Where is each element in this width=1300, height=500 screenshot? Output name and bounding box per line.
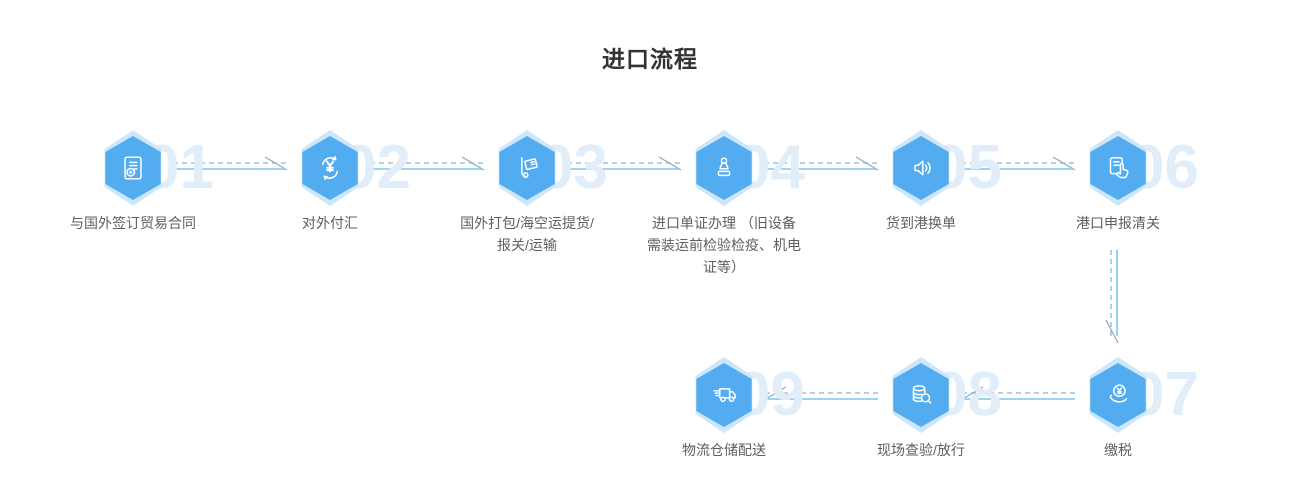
step-label: 货到港换单 xyxy=(886,215,956,231)
step-05: 05 货到港换单 xyxy=(821,130,1021,300)
step-label: 现场查验/放行 xyxy=(877,442,965,458)
step-label: 缴税 xyxy=(1104,442,1132,458)
hexagon-shape xyxy=(1089,130,1147,206)
step-04: 04 进口单证办理 （旧设备 需装运前检验检疫、机电 证等） xyxy=(624,130,824,300)
page-title: 进口流程 xyxy=(602,46,698,72)
delivery-truck-icon xyxy=(713,388,736,403)
step-08: 08 现场查验/放行 xyxy=(821,357,1021,500)
arrow-06-to-07 xyxy=(1105,250,1119,344)
hexagon-shape xyxy=(892,130,950,206)
step-label: 进口单证办理 （旧设备 需装运前检验检疫、机电 证等） xyxy=(647,215,801,275)
speaker-icon xyxy=(914,160,931,176)
hexagon-shape xyxy=(695,357,753,433)
arrow-02-to-03 xyxy=(370,156,485,171)
arrow-01-to-02 xyxy=(173,156,288,171)
arrow-07-to-08 xyxy=(960,386,1075,401)
database-search-icon xyxy=(912,385,932,404)
hexagon-shape xyxy=(104,130,162,206)
step-label: 物流仓储配送 xyxy=(682,442,766,458)
step-01: 01 与国外签订贸易合同 xyxy=(33,130,233,300)
arrow-04-to-05 xyxy=(764,156,879,171)
step-06: 06 港口申报清关 xyxy=(1018,130,1218,300)
step-label: 国外打包/海空运提货/ 报关/运输 xyxy=(460,215,594,253)
pay-tax-icon xyxy=(1109,384,1128,403)
arrow-03-to-04 xyxy=(567,156,682,171)
contract-icon xyxy=(124,156,142,180)
arrow-08-to-09 xyxy=(763,386,878,401)
step-03: 03 国外打包/海空运提货/ 报关/运输 xyxy=(427,130,627,300)
step-07: 07 缴税 xyxy=(1018,357,1218,500)
step-02: 02 对外付汇 xyxy=(230,130,430,300)
step-label: 与国外签订贸易合同 xyxy=(70,215,196,231)
document-hand-icon xyxy=(1109,156,1129,179)
step-label: 对外付汇 xyxy=(302,215,358,231)
step-09: 09 物流仓储配送 xyxy=(624,357,824,500)
hexagon-shape xyxy=(1089,357,1147,433)
handtruck-icon xyxy=(521,156,538,179)
step-label: 港口申报清关 xyxy=(1076,215,1160,231)
currency-exchange-icon xyxy=(321,155,339,181)
arrow-05-to-06 xyxy=(961,156,1076,171)
stamp-icon xyxy=(717,157,731,177)
